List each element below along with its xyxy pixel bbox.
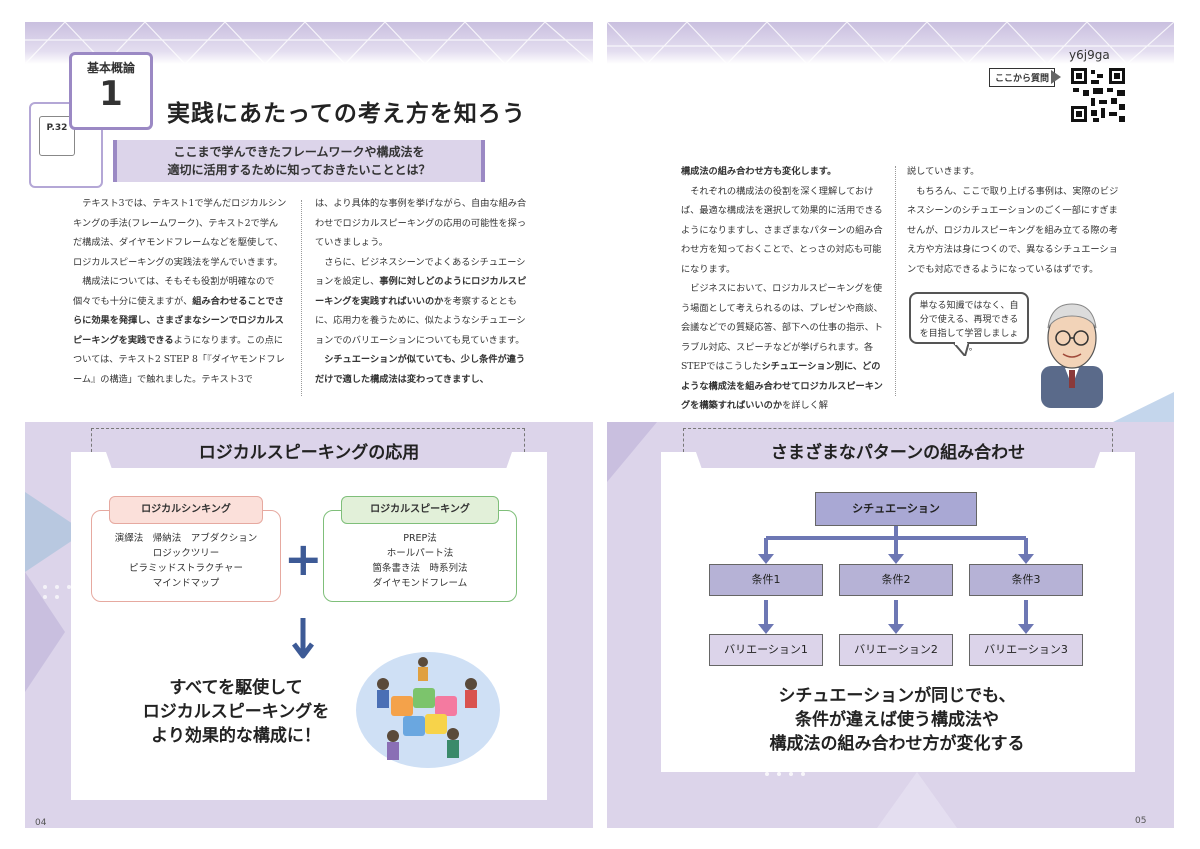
summary-line: ロジカルスピーキングを <box>142 702 330 722</box>
bold-text: 組み合わせることでさらに効果を発揮し、さまざまなシーンでロジカルスピーキングを実… <box>73 295 284 346</box>
condition-box: 条件1 <box>709 564 823 596</box>
paragraph: もちろん、ここで取り上げる事例は、実際のビジネスシーンのシチュエーションのごく一… <box>907 185 1119 275</box>
thinking-item: マインドマップ <box>152 578 220 589</box>
page-ref-notebook-icon: P.32 <box>39 116 75 156</box>
thinking-item: ロジックツリー <box>152 548 220 559</box>
left-text-col-2: は、より具体的な事例を挙げながら、自由な組み合わせでロジカルスピーキングの応用の… <box>315 194 531 389</box>
lower-panel-area: ロジカルスピーキングの応用 演繹法 帰納法 アブダクション ロジックツリー ピラ… <box>25 422 593 828</box>
bold-text: 事例に対しどのようにロジカルスピーキングを実践すればいいのか <box>315 276 527 307</box>
summary-line: より効果的な構成に！ <box>151 726 321 746</box>
paragraph: 説していきます。 <box>907 166 980 177</box>
summary-line: すべてを駆使して <box>169 678 303 698</box>
speaking-item: ホールパート法 <box>386 548 454 559</box>
panel-dotted-frame <box>683 428 1113 452</box>
speaking-item: ダイヤモンドフレーム <box>372 578 468 589</box>
column-divider <box>301 200 302 396</box>
thinking-item: ピラミッドストラクチャー <box>129 563 243 574</box>
lead-line-2: 適切に活用するために知っておきたいこととは？ <box>167 163 431 177</box>
condition-box: 条件3 <box>969 564 1083 596</box>
right-text-col-1: 構成法の組み合わせ方も変化します。 それぞれの構成法の役割を深く理解しておけば、… <box>681 162 887 416</box>
patterns-summary: シチュエーションが同じでも、 条件が違えば使う構成法や 構成法の組み合わせ方が変… <box>717 684 1077 756</box>
header-band <box>607 22 1174 64</box>
chapter-badge: 基本概論 1 <box>69 52 153 130</box>
ask-question-label[interactable]: ここから質問 <box>989 68 1056 87</box>
speech-bubble-tail <box>953 342 969 356</box>
left-page: P.32 基本概論 1 実践にあたっての考え方を知ろう ここまで学んできたフレー… <box>25 22 593 828</box>
speaking-item: 箇条書き法 時系列法 <box>372 563 468 574</box>
down-arrow-icon <box>292 618 314 659</box>
panel-title: ロジカルスピーキングの応用 <box>198 443 420 463</box>
summary-line: 構成法の組み合わせ方が変化する <box>769 734 1025 754</box>
paragraph: は、より具体的な事例を挙げながら、自由な組み合わせでロジカルスピーキングの応用の… <box>315 198 527 248</box>
application-summary: すべてを駆使して ロジカルスピーキングを より効果的な構成に！ <box>121 676 351 748</box>
flow-arrows <box>758 526 1034 634</box>
paragraph: テキスト3では、テキスト1で学んだロジカルシンキングの手法(フレームワーク)、テ… <box>73 198 287 268</box>
text-run: ビジネスにおいて、ロジカルスピーキングを使う場面として考えられるのは、プレゼンや… <box>681 283 883 372</box>
speaking-item: PREP法 <box>403 533 437 544</box>
text-run: 構成法については、そもそも役割が明確なので個々でも十分に使えますが、 <box>73 276 275 307</box>
paragraph: それぞれの構成法の役割を深く理解しておけば、最適な構成法を選択して効果的に活用で… <box>681 185 883 275</box>
paragraph: シチュエーションが似ていても、少し条件が違うだけで適した構成法は変わってきますし… <box>315 350 531 389</box>
lead-box: ここまで学んできたフレームワークや構成法を 適切に活用するために知っておきたいこ… <box>113 140 485 182</box>
situation-box: シチュエーション <box>815 492 977 526</box>
column-divider <box>895 166 896 396</box>
speaking-box: PREP法 ホールパート法 箇条書き法 時系列法 ダイヤモンドフレーム <box>323 510 517 602</box>
right-text-col-2: 説していきます。 もちろん、ここで取り上げる事例は、実際のビジネスシーンのシチュ… <box>907 162 1125 279</box>
plus-icon: + <box>284 532 323 586</box>
bold-text: 構成法の組み合わせ方も変化します。 <box>681 166 837 177</box>
decor-stripes <box>25 572 65 692</box>
paragraph: 構成法の組み合わせ方も変化します。 <box>681 162 887 182</box>
page-ref-frame <box>29 102 103 188</box>
text-run: ようになります。この点については、テキスト2 STEP 8「『ダイヤモンドフレー… <box>73 334 285 385</box>
text-run: を詳しく解 <box>782 400 828 411</box>
decor-triangle <box>607 422 657 482</box>
puzzle-team-illustration <box>356 652 500 768</box>
variation-box: バリエーション2 <box>839 634 953 666</box>
qr-code-image[interactable] <box>1069 66 1127 124</box>
paragraph: ビジネスにおいて、ロジカルスピーキングを使う場面として考えられるのは、プレゼンや… <box>681 279 887 416</box>
arrow-right-icon <box>1051 70 1061 84</box>
page-number: 05 <box>1135 816 1147 826</box>
page-title: 実践にあたっての考え方を知ろう <box>167 101 526 127</box>
text-run: さらに、ビジネスシーンでよくあるシチュエーションを設定し、 <box>315 256 526 288</box>
speaking-title: ロジカルスピーキング <box>341 496 499 524</box>
qr-code-id: y6j9ga <box>1069 48 1110 62</box>
chapter-label: 基本概論 <box>86 61 135 75</box>
condition-box: 条件2 <box>839 564 953 596</box>
panel-title: さまざまなパターンの組み合わせ <box>770 443 1026 463</box>
decor-triangles <box>25 492 85 599</box>
lead-line-1: ここまで学んできたフレームワークや構成法を <box>173 145 425 159</box>
lower-panel-area: さまざまなパターンの組み合わせ シチュエーション 条件1 条件2 条件3 バリエ… <box>607 422 1174 828</box>
page-number: 04 <box>35 818 47 828</box>
paragraph: さらに、ビジネスシーンでよくあるシチュエーションを設定し、事例に対しどのようにロ… <box>315 253 531 351</box>
summary-line: 条件が違えば使う構成法や <box>795 710 999 730</box>
chapter-number: 1 <box>99 74 123 114</box>
instructor-avatar <box>1041 303 1103 408</box>
panel-title-band <box>99 432 519 468</box>
left-text-col-1: テキスト3では、テキスト1で学んだロジカルシンキングの手法(フレームワーク)、テ… <box>73 194 287 389</box>
text-run: を考察するとともに、応用力を養うために、似たようなシチュエーションでのバリエーシ… <box>315 295 526 346</box>
variation-box: バリエーション1 <box>709 634 823 666</box>
bold-text: シチュエーションが似ていても、少し条件が違うだけで適した構成法は変わってきますし… <box>315 354 526 385</box>
speech-bubble: 単なる知識ではなく、自分で使える、再現できるを目指して学習しましょう。 <box>909 292 1029 353</box>
thinking-box: 演繹法 帰納法 アブダクション ロジックツリー ピラミッドストラクチャー マイン… <box>91 510 281 602</box>
paragraph: 構成法については、そもそも役割が明確なので個々でも十分に使えますが、組み合わせる… <box>73 272 287 389</box>
right-page: y6j9ga ここから質問 構成法の組み合わせ方も変化します。 それぞれの構成法… <box>607 22 1174 828</box>
thinking-item: 演繹法 帰納法 アブダクション <box>114 533 258 544</box>
variation-box: バリエーション3 <box>969 634 1083 666</box>
panel-title-band <box>689 432 1107 468</box>
summary-line: シチュエーションが同じでも、 <box>778 686 1016 706</box>
bold-text: シチュエーション別に、どのような構成法を組み合わせてロジカルスピーキングを構築す… <box>681 361 883 411</box>
thinking-title: ロジカルシンキング <box>109 496 263 524</box>
panel-dotted-frame <box>91 428 525 452</box>
page-ref-label: P.32 <box>46 123 68 133</box>
